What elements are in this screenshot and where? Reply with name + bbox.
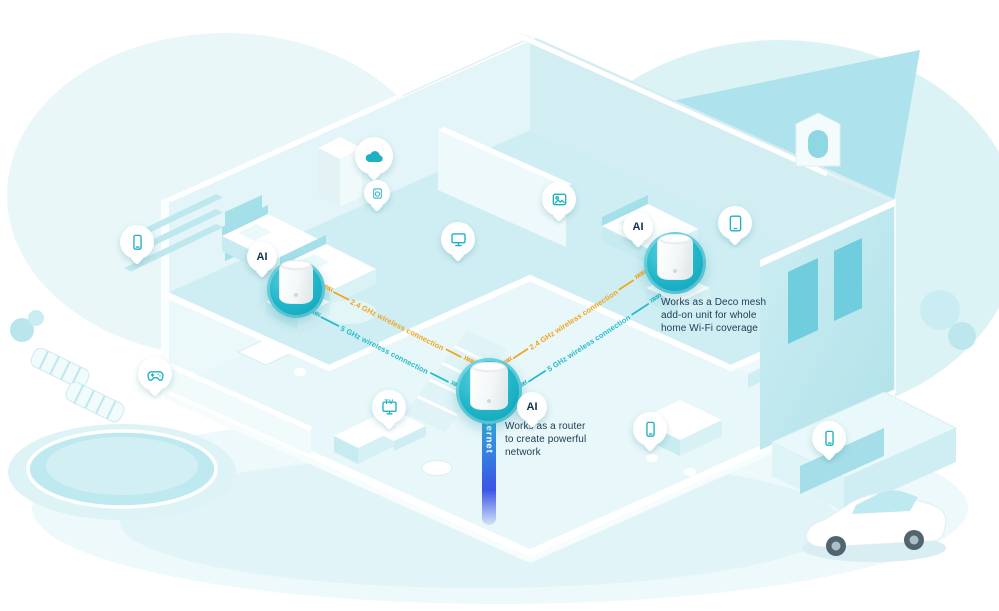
pin-monitor (441, 222, 475, 262)
lounger (65, 381, 125, 423)
coffee-table (421, 460, 453, 476)
deco-unit-mesh-addon (644, 232, 706, 294)
interior-walls (438, 127, 572, 247)
ai-badge-left: AI (247, 242, 277, 278)
tablet-icon (729, 215, 741, 231)
bush (28, 310, 44, 326)
pool-area (8, 310, 236, 520)
pin-smartphone-garage (812, 421, 846, 461)
bed (280, 235, 326, 266)
deco-cylinder (657, 234, 693, 280)
photo-icon (552, 193, 566, 205)
garage-opening (800, 428, 884, 494)
ai-badge-router: AI (517, 392, 547, 428)
tv-label: TV (384, 399, 394, 406)
internet-label: Internet (483, 411, 495, 454)
router-note: Works as a router to create powerful net… (505, 420, 586, 460)
monitor-icon (450, 232, 466, 246)
mesh-note-line: Works as a Deco mesh (661, 297, 767, 308)
router-note-line: network (505, 447, 541, 459)
dormer-window (808, 130, 828, 158)
ai-badge-addon: AI (623, 212, 653, 248)
washing-machine-icon (372, 187, 382, 199)
mesh-note-line: add-on unit for whole (661, 310, 757, 322)
right-exterior-wall (760, 199, 896, 450)
bed (602, 195, 648, 226)
chair (684, 468, 696, 476)
rug (324, 300, 376, 324)
pin-cloud (355, 137, 393, 181)
deco-unit-upper-left (267, 260, 325, 318)
smartphone-icon (645, 421, 655, 437)
pin-tablet (718, 206, 752, 246)
router-note-line: Works as a router (505, 421, 586, 432)
gamepad-icon (146, 370, 164, 381)
pin-photo (542, 182, 576, 222)
pin-tv: TV (372, 390, 406, 430)
tv-icon (381, 400, 397, 415)
bed (222, 205, 268, 236)
wall-window (834, 238, 862, 321)
car-windows (852, 490, 918, 514)
wall-window (788, 258, 818, 344)
mesh-note: Works as a Deco mesh add-on unit for who… (661, 296, 766, 336)
deco-cylinder (279, 260, 313, 304)
smartphone-icon (824, 430, 834, 446)
lounger (30, 347, 90, 389)
pin-washing-machine (364, 180, 390, 212)
bushes-right (920, 290, 976, 350)
sink (294, 367, 306, 377)
tv-console (372, 415, 426, 441)
deco-cylinder (470, 362, 508, 410)
chair (646, 454, 658, 462)
pin-smartphone-kitchen (633, 412, 667, 452)
smartphone-icon (132, 234, 142, 250)
cloud-icon (365, 151, 383, 162)
car (802, 490, 947, 562)
internet-beam: Internet (482, 399, 496, 525)
router-note-line: to create powerful (505, 434, 587, 446)
deco-unit-router (456, 358, 522, 424)
pin-gamepad (138, 357, 172, 397)
dormer (795, 112, 841, 167)
roof (395, 7, 896, 203)
garage (770, 391, 958, 512)
mesh-note-line: home Wi-Fi coverage (661, 323, 758, 335)
bush (10, 318, 34, 342)
pin-smartphone-terrace (120, 225, 154, 265)
